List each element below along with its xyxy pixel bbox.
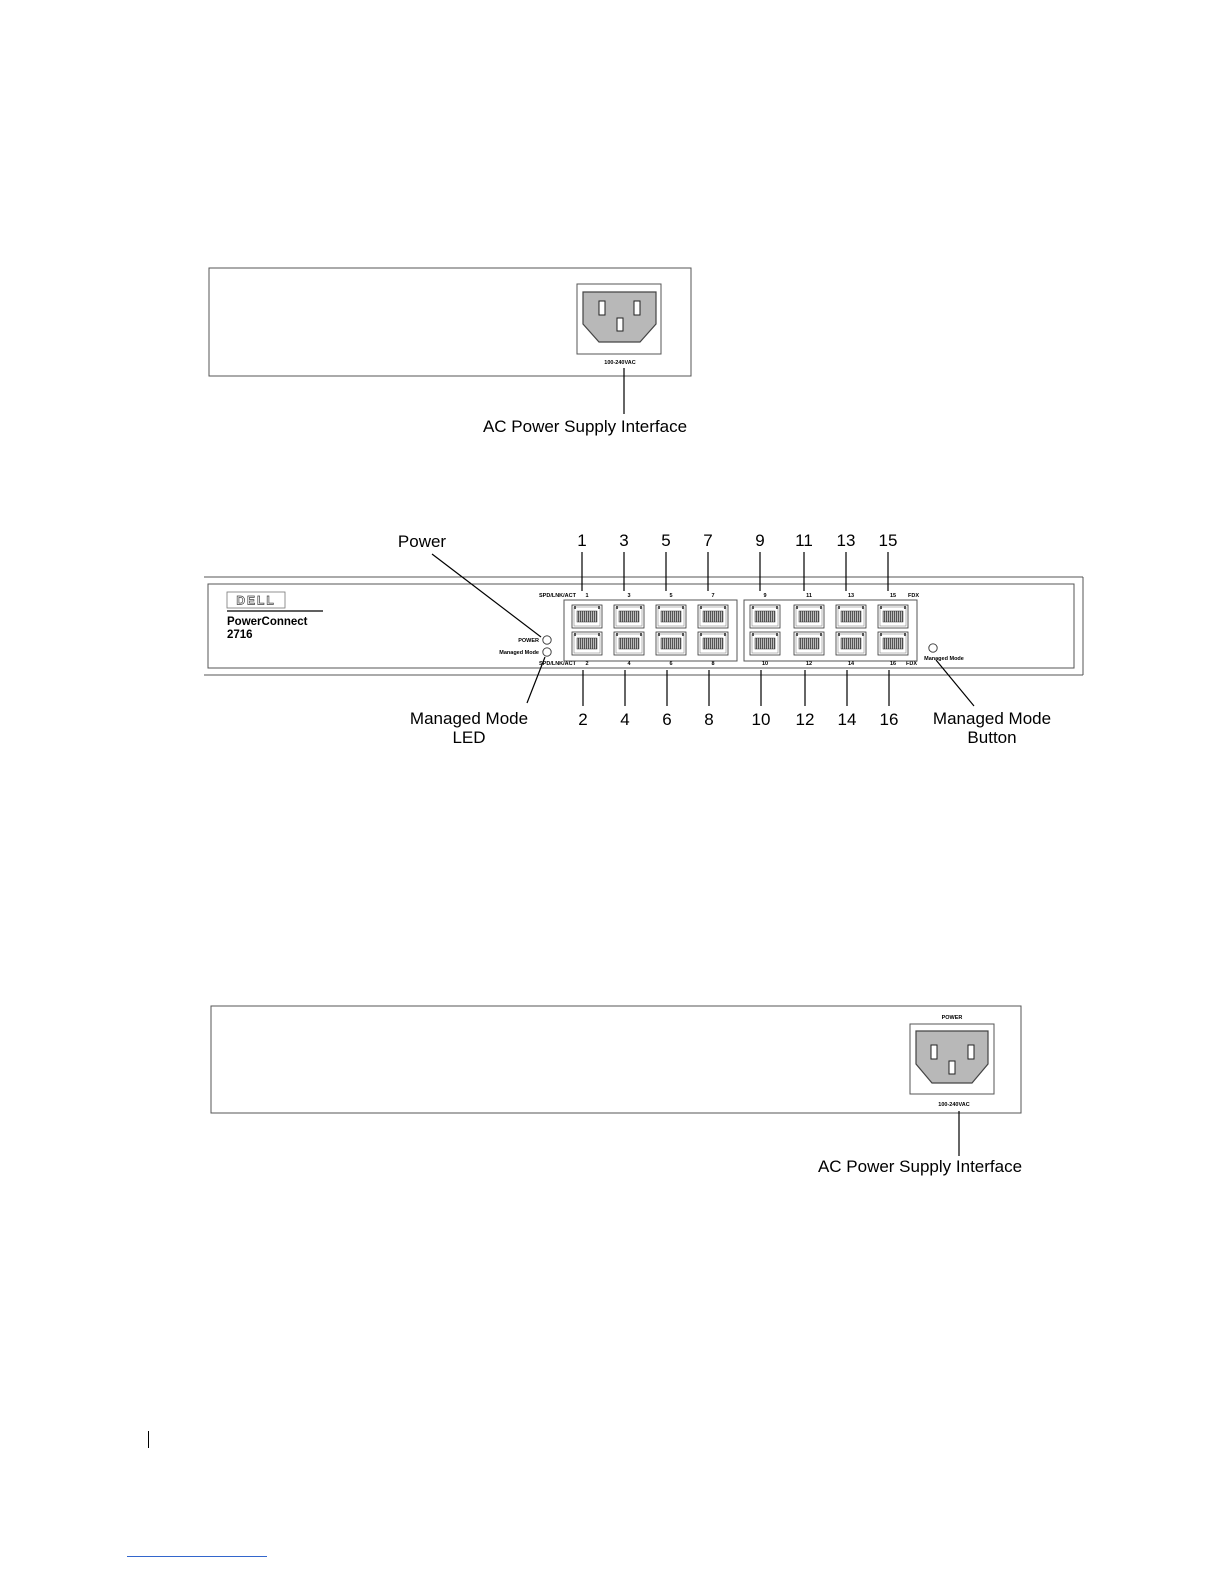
svg-text:DELL: DELL bbox=[236, 594, 275, 608]
port-callout-3: 3 bbox=[619, 531, 628, 550]
ac-power-supply-callout: AC Power Supply Interface bbox=[818, 1157, 1022, 1176]
port-callout-12: 12 bbox=[796, 710, 815, 729]
port-number-label: 3 bbox=[627, 593, 630, 599]
rj45-port-15[interactable] bbox=[878, 605, 908, 628]
port-callout-13: 13 bbox=[837, 531, 856, 550]
managed-mode-button-label: Managed Mode bbox=[924, 656, 964, 662]
spd-lnk-act-label-bottom: SPD/LNK/ACT bbox=[539, 661, 577, 667]
port-number-label: 13 bbox=[848, 593, 854, 599]
port-callout-4: 4 bbox=[620, 710, 629, 729]
port-callout-15: 15 bbox=[879, 531, 898, 550]
port-callout-6: 6 bbox=[662, 710, 671, 729]
rj45-port-4[interactable] bbox=[614, 632, 644, 655]
fdx-label-top: FDX bbox=[908, 593, 919, 599]
port-callout-14: 14 bbox=[838, 710, 857, 729]
rj45-port-2[interactable] bbox=[572, 632, 602, 655]
port-number-label: 2 bbox=[585, 661, 588, 667]
power-led-label: POWER bbox=[518, 638, 539, 644]
port-number-label: 5 bbox=[669, 593, 672, 599]
rear-panel-top: 100-240VAC AC Power Supply Interface bbox=[209, 268, 691, 436]
port-number-label: 10 bbox=[762, 661, 768, 667]
rj45-port-7[interactable] bbox=[698, 605, 728, 628]
footer-rule bbox=[127, 1556, 267, 1557]
port-callout-11: 11 bbox=[795, 531, 813, 550]
port-number-label: 14 bbox=[848, 661, 855, 667]
model-name: PowerConnect bbox=[227, 616, 308, 628]
port-callout-7: 7 bbox=[703, 531, 712, 550]
port-number-label: 9 bbox=[763, 593, 766, 599]
port-callout-1: 1 bbox=[577, 531, 586, 550]
margin-bar bbox=[148, 1431, 149, 1448]
spd-lnk-act-label-top: SPD/LNK/ACT bbox=[539, 593, 577, 599]
power-callout: Power bbox=[398, 532, 447, 551]
rj45-port-1[interactable] bbox=[572, 605, 602, 628]
rj45-port-9[interactable] bbox=[750, 605, 780, 628]
ac-power-inlet-icon bbox=[577, 284, 661, 354]
port-number-label: 8 bbox=[711, 661, 714, 667]
connector-rating-label: 100-240VAC bbox=[604, 360, 635, 366]
port-callout-2: 2 bbox=[578, 710, 587, 729]
ac-power-inlet-icon bbox=[910, 1024, 994, 1094]
port-number-label: 1 bbox=[585, 593, 588, 599]
managed-mode-led-callout-line2: LED bbox=[452, 728, 485, 747]
rj45-port-3[interactable] bbox=[614, 605, 644, 628]
port-callout-8: 8 bbox=[704, 710, 713, 729]
managed-mode-led bbox=[543, 648, 551, 656]
managed-mode-button-callout-line2: Button bbox=[967, 728, 1016, 747]
rj45-port-10[interactable] bbox=[750, 632, 780, 655]
power-label: POWER bbox=[942, 1015, 963, 1021]
port-number-label: 16 bbox=[890, 661, 896, 667]
rj45-port-11[interactable] bbox=[794, 605, 824, 628]
rj45-port-8[interactable] bbox=[698, 632, 728, 655]
rj45-port-5[interactable] bbox=[656, 605, 686, 628]
port-callout-9: 9 bbox=[755, 531, 764, 550]
managed-mode-led-label: Managed Mode bbox=[499, 650, 539, 656]
rj45-port-13[interactable] bbox=[836, 605, 866, 628]
port-number-label: 7 bbox=[711, 593, 714, 599]
port-callout-16: 16 bbox=[880, 710, 899, 729]
port-callout-5: 5 bbox=[661, 531, 670, 550]
power-led bbox=[543, 636, 551, 644]
model-number: 2716 bbox=[227, 629, 253, 641]
managed-mode-button[interactable] bbox=[929, 644, 937, 652]
rj45-port-12[interactable] bbox=[794, 632, 824, 655]
rj45-port-16[interactable] bbox=[878, 632, 908, 655]
managed-mode-button-callout-line1: Managed Mode bbox=[933, 709, 1051, 728]
ac-power-supply-callout: AC Power Supply Interface bbox=[483, 417, 687, 436]
port-number-label: 11 bbox=[806, 593, 812, 599]
port-callout-10: 10 bbox=[752, 710, 771, 729]
connector-rating-label: 100-240VAC bbox=[938, 1102, 969, 1108]
port-number-label: 12 bbox=[806, 661, 812, 667]
rj45-port-14[interactable] bbox=[836, 632, 866, 655]
rear-panel-bottom: POWER 100-240VAC AC Power Supply Interfa… bbox=[211, 1006, 1022, 1176]
port-number-label: 6 bbox=[669, 661, 672, 667]
front-panel: DELL PowerConnect 2716 POWER Managed Mod… bbox=[204, 577, 1083, 675]
managed-mode-led-callout-line1: Managed Mode bbox=[410, 709, 528, 728]
port-number-label: 15 bbox=[890, 593, 896, 599]
rj45-port-6[interactable] bbox=[656, 632, 686, 655]
fdx-label-bottom: FDX bbox=[906, 661, 917, 667]
